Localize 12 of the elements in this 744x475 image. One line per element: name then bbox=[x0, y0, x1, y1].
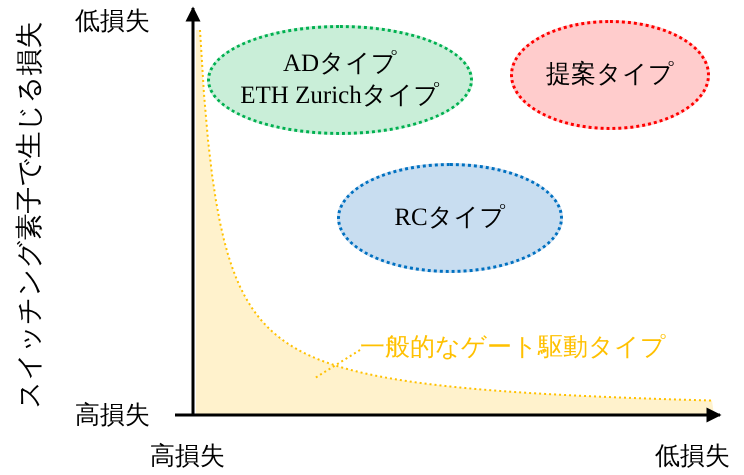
axis-end-label: 低損失 bbox=[75, 8, 150, 36]
axis-end-label: 高損失 bbox=[150, 443, 225, 470]
leader-line bbox=[314, 349, 361, 379]
y-axis-title: スイッチング素子で生じる損失 bbox=[15, 22, 45, 408]
axis-end-label: 高損失 bbox=[75, 402, 150, 430]
type-name: ADタイプ bbox=[282, 48, 398, 78]
axis-end-label: 低損失 bbox=[655, 443, 730, 470]
loss-area bbox=[196, 30, 714, 415]
annotation-text: 一般的なゲート駆動タイプ bbox=[360, 332, 666, 363]
type-name: 提案タイプ bbox=[546, 60, 674, 90]
type-name: ETH Zurichタイプ bbox=[240, 81, 440, 111]
type-name: RCタイプ bbox=[394, 202, 506, 233]
